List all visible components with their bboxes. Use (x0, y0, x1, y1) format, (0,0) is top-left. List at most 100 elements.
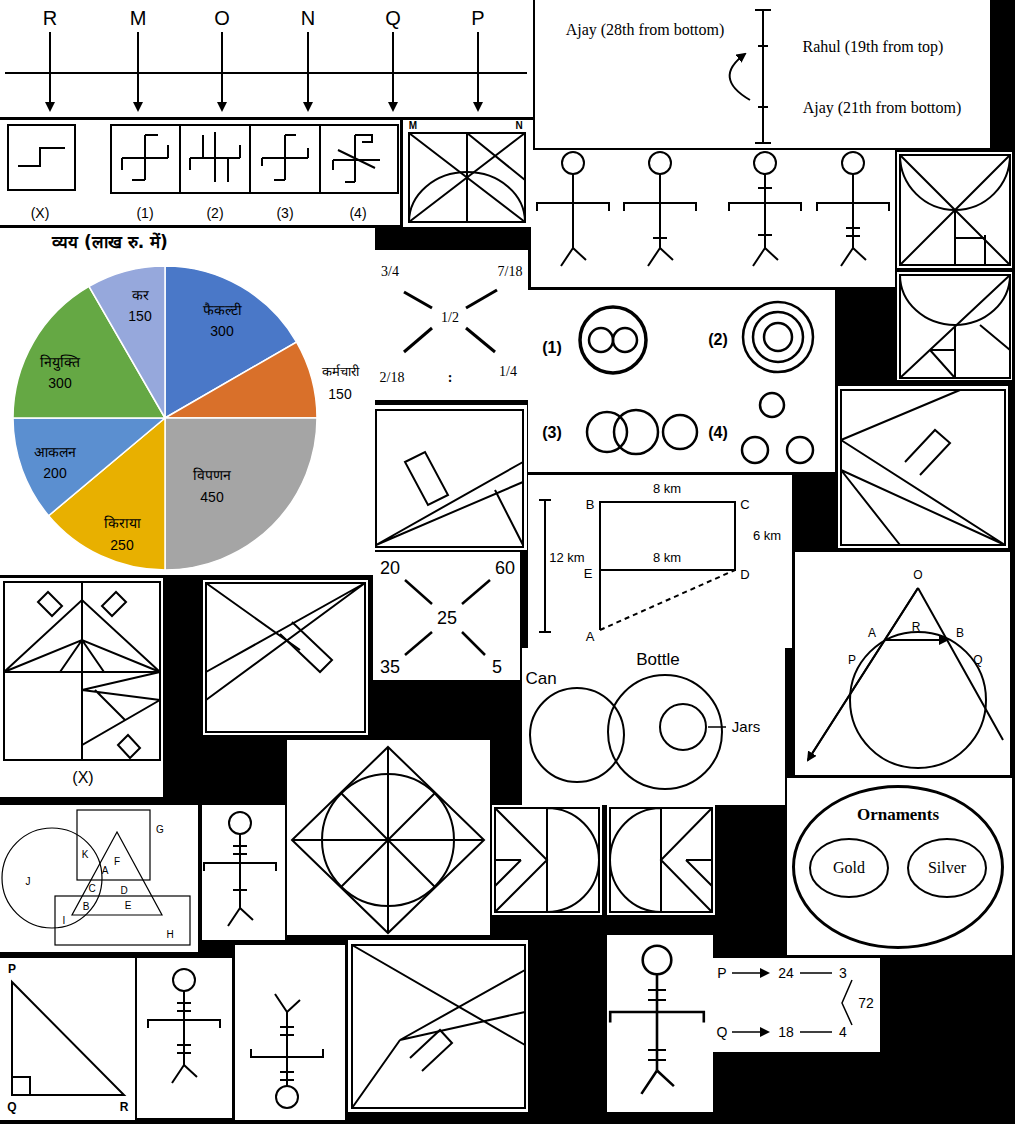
line-shape (404, 292, 432, 308)
rect-shape (713, 958, 880, 1052)
figure-label: D (120, 885, 127, 897)
figure-label: O (214, 7, 230, 30)
line-shape (49, 32, 51, 110)
set-circle (608, 675, 722, 789)
rect-shape (492, 805, 602, 915)
figure-label: 72 (858, 995, 874, 1011)
use-shape (537, 152, 609, 266)
line-shape (732, 972, 768, 974)
venn-set: BottleJars (607, 674, 723, 790)
path-shape (18, 148, 65, 166)
figure-label: Q (717, 1024, 728, 1040)
figure-label: Q (385, 7, 401, 30)
figure-label: B (956, 627, 964, 641)
circle-shape (787, 437, 813, 463)
line-shape (280, 1026, 294, 1028)
path-shape (376, 462, 523, 545)
rect-shape (607, 805, 715, 915)
g-shape (13, 266, 317, 570)
figure-label: 1/4 (499, 364, 517, 380)
path-shape (495, 808, 599, 912)
rect-shape (0, 120, 400, 225)
path-shape (13, 418, 165, 516)
circle-shape (2, 828, 102, 928)
line-shape (405, 580, 432, 604)
rect-shape (795, 552, 1010, 775)
figure-label: (3) (276, 205, 293, 221)
rect-shape (522, 648, 785, 805)
rect-shape (531, 150, 895, 287)
figure-label: (1) (542, 339, 562, 357)
line-shape (758, 234, 772, 236)
figure-label: 35 (380, 657, 400, 678)
line-shape (233, 853, 247, 855)
rect-shape (0, 958, 135, 1120)
figure-label: 250 (110, 537, 133, 553)
figure-label: 3 (839, 965, 847, 981)
rect-shape (610, 808, 712, 912)
line-shape (755, 142, 771, 144)
figure-label: B (83, 901, 90, 913)
line-shape (732, 1031, 768, 1033)
circle-shape (613, 328, 637, 352)
figure-label: 150 (328, 386, 351, 402)
rect-shape (352, 945, 525, 1108)
rect-shape (0, 228, 375, 575)
path-shape (12, 982, 124, 1095)
path-shape (808, 588, 1003, 760)
figure-label: C (88, 883, 95, 895)
circle-shape (663, 415, 697, 449)
figure-label: 60 (495, 558, 515, 579)
figure-label: O (913, 569, 922, 583)
figure-label: 300 (210, 323, 233, 339)
path-shape (4, 600, 160, 672)
rect-shape (203, 580, 368, 735)
g-shape (732, 973, 768, 1032)
figure-label: N (301, 7, 315, 30)
circle-shape (760, 393, 784, 417)
figure-label: (2) (708, 331, 728, 349)
line-shape (177, 1052, 191, 1054)
set-circle (530, 688, 624, 782)
set-ellipse (908, 839, 986, 897)
rect-shape (375, 250, 528, 400)
figure-label: P (717, 965, 726, 981)
rect-shape (535, 0, 990, 148)
path-shape (38, 592, 126, 616)
figure-label: (2) (206, 205, 223, 221)
line-shape (137, 32, 139, 110)
figure-label: Q (7, 1101, 16, 1115)
rect-shape (55, 896, 190, 945)
circle-shape (589, 328, 613, 352)
path-shape (4, 582, 160, 760)
use-shape (624, 152, 696, 266)
rect-shape (235, 945, 345, 1120)
line-shape (758, 45, 768, 47)
line-shape (462, 580, 490, 604)
line-shape (466, 328, 495, 352)
figure-label: 6 km (753, 529, 781, 544)
line-shape (280, 1034, 294, 1036)
rect-shape (287, 740, 490, 935)
path-shape (333, 135, 380, 182)
line-shape (462, 632, 485, 655)
figure-label: C (740, 498, 749, 513)
figure-label: 4 (839, 1024, 847, 1040)
figure-label: F (114, 856, 120, 868)
figure-label: 25 (437, 608, 457, 629)
rect-shape (0, 578, 163, 797)
figure-label: P (8, 963, 16, 977)
line-shape (539, 499, 551, 501)
circle-shape (614, 410, 658, 454)
line-shape (233, 889, 247, 891)
line-shape (708, 726, 726, 728)
line-shape (233, 845, 247, 847)
path-shape (409, 172, 525, 222)
rect-shape (528, 475, 792, 648)
figure-label: 2/18 (380, 370, 405, 386)
set-name: Jars (732, 718, 760, 735)
rect-shape (0, 0, 533, 117)
rect-shape (77, 810, 150, 880)
figure-label: Rahul (19th from top) (803, 38, 944, 56)
rect-shape (900, 275, 1010, 378)
